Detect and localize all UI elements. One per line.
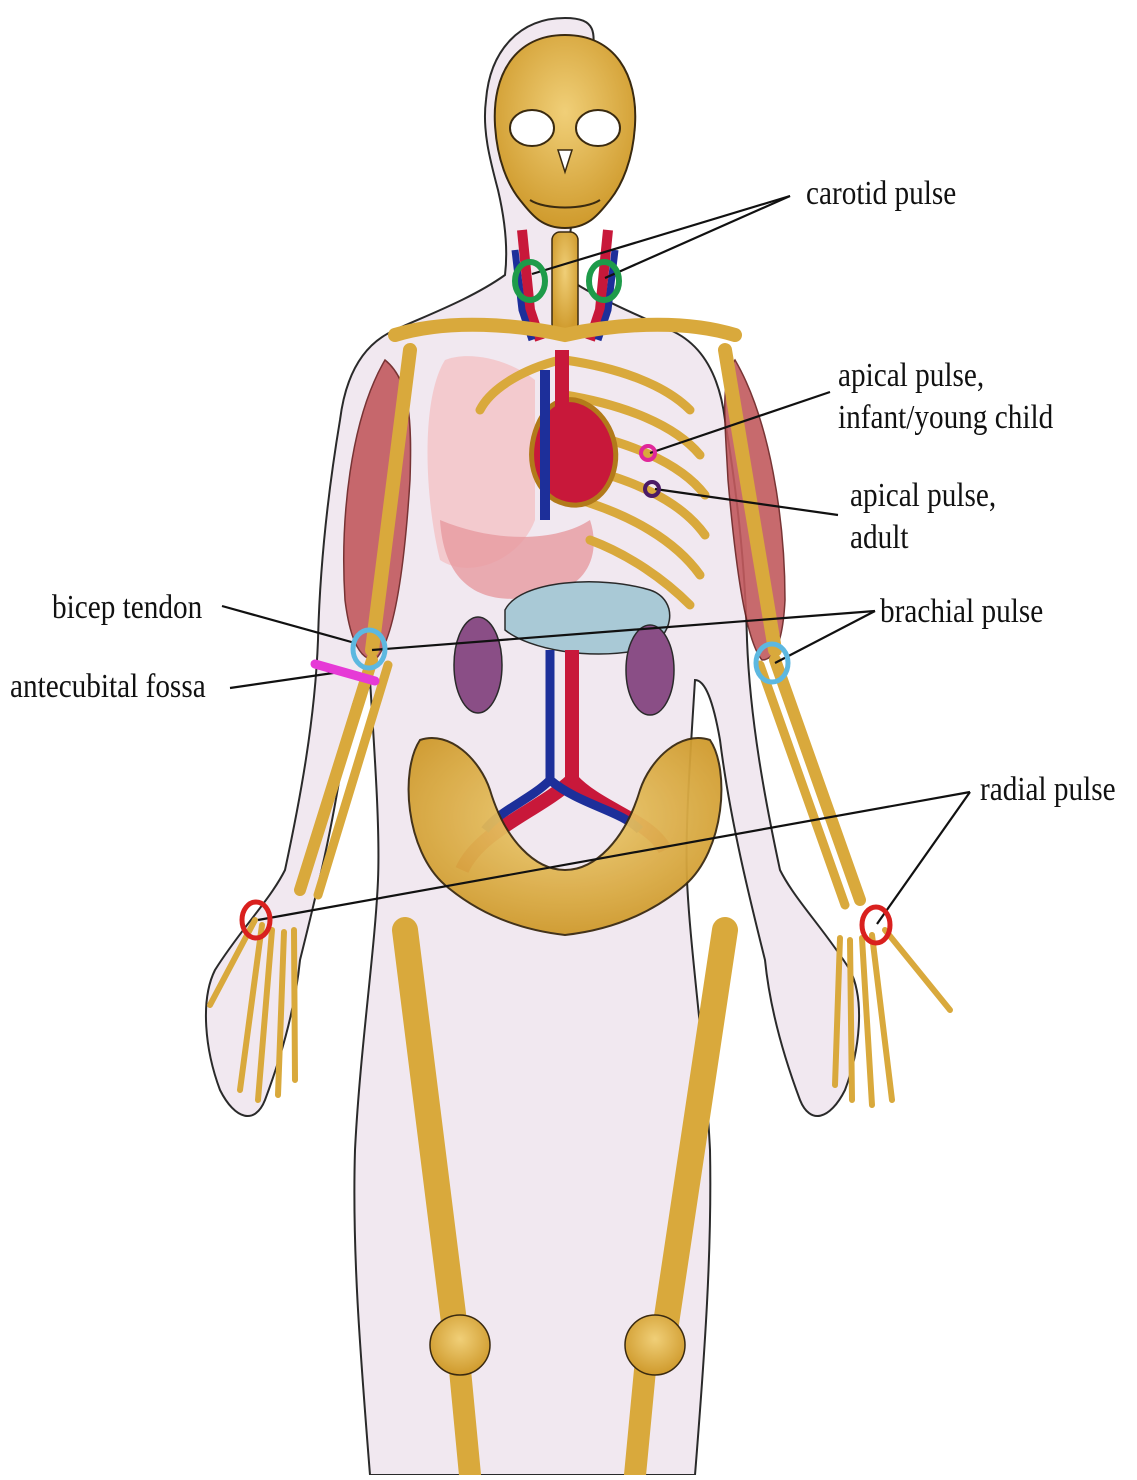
kidney-right xyxy=(454,617,502,713)
apical-pulse-infant-label-line1: apical pulse, xyxy=(838,356,984,396)
hand-left xyxy=(835,930,950,1105)
leader-carotid-right xyxy=(605,196,790,278)
radial-pulse-label: radial pulse xyxy=(980,770,1116,810)
antecubital-fossa-label: antecubital fossa xyxy=(10,667,206,707)
leader-radial-left xyxy=(877,792,970,924)
carotid-pulse-label: carotid pulse xyxy=(806,174,956,214)
kidney-left xyxy=(626,625,674,715)
leader-brachial-left xyxy=(775,611,875,663)
kneecap-right xyxy=(430,1315,490,1375)
apical-pulse-adult-label-line1: apical pulse, xyxy=(850,476,996,516)
radial-marker-left xyxy=(862,907,890,943)
bicep-tendon-label: bicep tendon xyxy=(52,588,202,628)
kneecap-left xyxy=(625,1315,685,1375)
brachial-pulse-label: brachial pulse xyxy=(880,592,1043,632)
body-outline xyxy=(206,18,859,1475)
apical-pulse-infant-label-line2: infant/young child xyxy=(838,398,1053,438)
apical-pulse-adult-label-line2: adult xyxy=(850,518,908,558)
